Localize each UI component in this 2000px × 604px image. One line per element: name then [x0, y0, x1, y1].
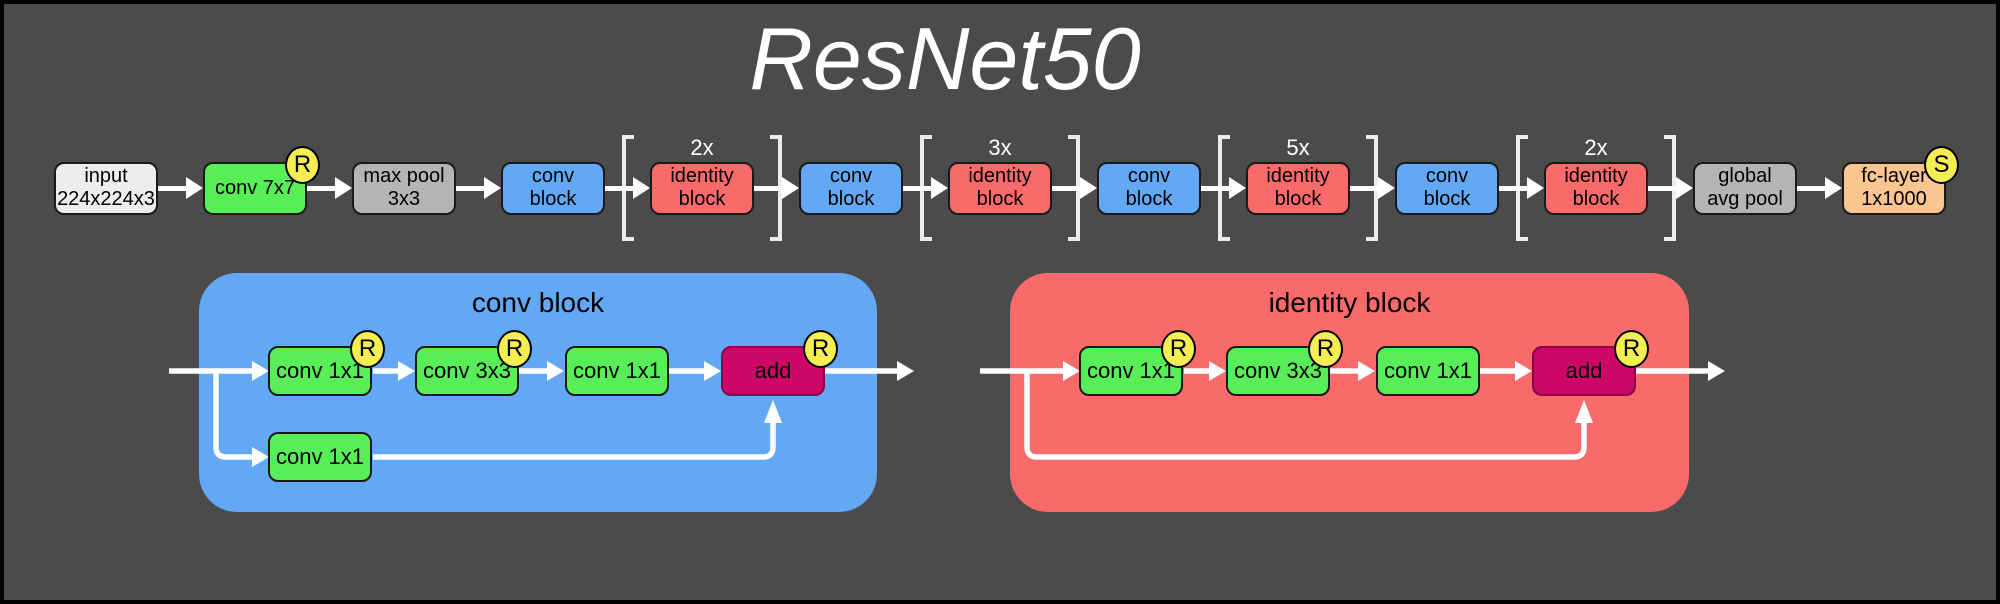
block-label-line2: block: [1125, 188, 1173, 210]
block-label-line1: max pool: [363, 165, 445, 187]
detail-block-conv1x1: conv 1x1: [1376, 346, 1480, 396]
block-label-line2: block: [1423, 188, 1471, 210]
conv-block-detail-panel: conv block conv 1x1 R conv 3x3 R conv 1x…: [169, 273, 914, 512]
block-label: conv 3x3: [422, 358, 512, 383]
pipeline-block-identity-2: identity block: [948, 161, 1052, 215]
block-label-line1: identity: [1564, 165, 1628, 187]
detail-block-conv1x1: conv 1x1 R: [268, 330, 385, 396]
detail-block-shortcut-conv1x1: conv 1x1: [268, 432, 372, 482]
flow-arrow-icon: [307, 176, 352, 200]
block-label: conv 1x1: [1086, 358, 1176, 383]
repeat-count-label: 2x: [1584, 135, 1608, 160]
flow-arrow-icon: [1350, 176, 1395, 200]
flow-arrow-icon: [456, 176, 501, 200]
detail-block-conv1x1: conv 1x1: [565, 346, 669, 396]
conv-block-detail-title: conv block: [471, 287, 605, 318]
relu-badge: R: [1614, 330, 1649, 368]
repeat-count-label: 3x: [988, 135, 1012, 160]
block-label-line1: global: [1718, 165, 1772, 187]
block-label-line2: 1x1000: [1861, 188, 1927, 210]
pipeline-block-convblock-1: conv block: [501, 161, 605, 215]
flow-arrow-icon: [1797, 176, 1842, 200]
block-label-line2: block: [529, 188, 577, 210]
pipeline-block-input: input 224x224x3: [54, 161, 158, 215]
flow-arrow-icon: [1201, 176, 1246, 200]
relu-badge: R: [1308, 330, 1343, 368]
pipeline-block-maxpool: max pool 3x3: [352, 161, 456, 215]
flow-arrow-icon: [158, 176, 203, 200]
flow-arrow-icon: [1499, 176, 1544, 200]
repeat-group-2x-a: 2x identity block: [622, 135, 782, 241]
block-label: conv 1x1: [275, 358, 365, 383]
relu-badge: R: [1161, 330, 1196, 368]
block-label: conv 3x3: [1233, 358, 1323, 383]
flow-arrow-icon: [605, 176, 650, 200]
flow-arrow-icon: [1648, 176, 1693, 200]
block-label-line1: conv: [531, 165, 575, 187]
block-label-line2: avg pool: [1707, 188, 1783, 210]
detail-block-conv3x3: conv 3x3 R: [415, 330, 532, 396]
block-label: conv 1x1: [275, 444, 365, 469]
detail-block-conv1x1: conv 1x1 R: [1079, 330, 1196, 396]
identity-block-detail-panel: identity block conv 1x1 R conv 3x3 R con…: [980, 273, 1725, 512]
pipeline-block-globalavgpool: global avg pool: [1693, 161, 1797, 215]
pipeline-block-identity-1: identity block: [650, 161, 754, 215]
repeat-count-label: 5x: [1286, 135, 1310, 160]
relu-badge: R: [285, 145, 320, 184]
pipeline-block-convblock-2: conv block: [799, 161, 903, 215]
block-label-line2: 224x224x3: [57, 188, 155, 210]
block-label-line2: block: [976, 188, 1024, 210]
pipeline-block-convblock-3: conv block: [1097, 161, 1201, 215]
block-label-line1: input: [84, 165, 128, 187]
block-label: conv 1x1: [572, 358, 662, 383]
conv-block-wires-icon: [169, 361, 914, 467]
pipeline-row: input 224x224x3 conv 7x7 R max pool 3x3 …: [4, 135, 1996, 241]
block-label: add: [1565, 358, 1603, 383]
flow-arrow-icon: [1052, 176, 1097, 200]
block-label-line1: conv: [1127, 165, 1171, 187]
detail-block-conv3x3: conv 3x3 R: [1226, 330, 1343, 396]
detail-block-add: add R: [721, 330, 838, 396]
page-title: ResNet50: [749, 9, 1141, 108]
block-label-line1: conv 7x7: [214, 176, 296, 199]
softmax-badge: S: [1924, 145, 1959, 184]
block-label: add: [754, 358, 792, 383]
block-label-line1: fc-layer: [1861, 165, 1927, 187]
block-label-line2: 3x3: [387, 188, 421, 210]
relu-badge: R: [497, 330, 532, 368]
pipeline-block-conv7x7: conv 7x7 R: [203, 145, 320, 215]
relu-badge: R: [350, 330, 385, 368]
block-label-line2: block: [1572, 188, 1620, 210]
block-label-line1: conv: [829, 165, 873, 187]
flow-arrow-icon: [903, 176, 948, 200]
block-label: conv 1x1: [1383, 358, 1473, 383]
identity-block-detail-title: identity block: [1268, 287, 1431, 318]
relu-badge: R: [803, 330, 838, 368]
pipeline-block-fclayer: fc-layer 1x1000 S: [1842, 145, 1959, 215]
pipeline-block-identity-4: identity block: [1544, 161, 1648, 215]
block-label-line1: identity: [968, 165, 1032, 187]
repeat-count-label: 2x: [690, 135, 714, 160]
block-label-line1: identity: [670, 165, 734, 187]
block-label-line1: identity: [1266, 165, 1330, 187]
identity-block-wires-icon: [980, 361, 1725, 460]
block-label-line2: block: [827, 188, 875, 210]
block-label-line2: block: [678, 188, 726, 210]
block-label-line1: conv: [1425, 165, 1469, 187]
flow-arrow-icon: [754, 176, 799, 200]
pipeline-block-identity-3: identity block: [1246, 161, 1350, 215]
detail-block-add: add R: [1532, 330, 1649, 396]
pipeline-block-convblock-4: conv block: [1395, 161, 1499, 215]
block-label-line2: block: [1274, 188, 1322, 210]
